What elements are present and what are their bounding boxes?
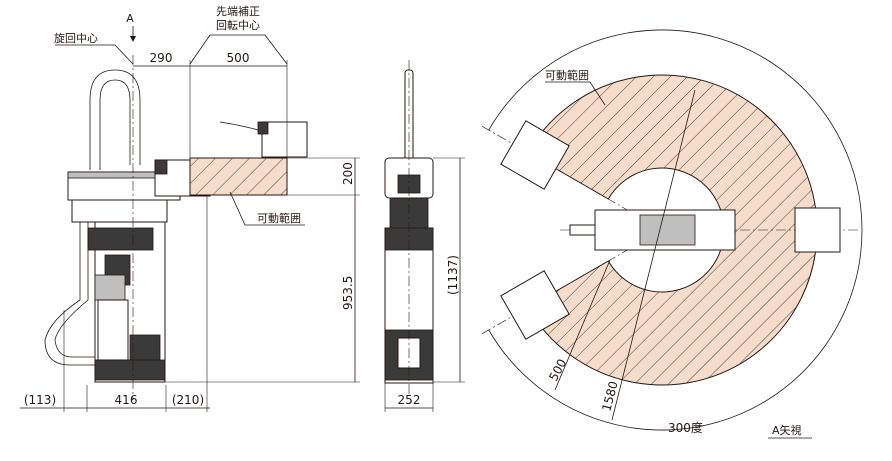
cable-loop — [89, 69, 141, 170]
dim-200: 200 — [341, 162, 355, 185]
tip-center-label-1: 先端補正 — [216, 5, 260, 18]
cable-lower — [44, 215, 95, 366]
dim-290: 290 — [150, 51, 173, 65]
dim-500-top: 500 — [546, 357, 569, 384]
dim-113: (113) — [24, 393, 56, 407]
side-view: 290 500 旋回中心 A 先端補正 回転中心 200 953.5 可動範囲 … — [20, 5, 360, 412]
dim-1137: (1137) — [446, 255, 460, 295]
arm-base — [71, 199, 168, 223]
movable-range-side — [189, 157, 288, 196]
front-view: (1137) 252 — [384, 60, 465, 412]
movable-range-label-side: 可動範囲 — [257, 211, 301, 225]
movable-range-label-top: 可動範囲 — [545, 68, 589, 82]
movable-range-top — [527, 74, 818, 386]
dim-210: (210) — [172, 393, 204, 407]
outer-reach-arc — [488, 29, 863, 431]
arrow-a-label: A — [126, 12, 134, 25]
dim-252: 252 — [398, 393, 421, 407]
dim-953-5: 953.5 — [341, 276, 355, 310]
rotation-center-label: 旋回中心 — [54, 31, 98, 45]
top-view: 500 1580 300度 可動範囲 A矢視 — [479, 29, 863, 439]
angle-300-label: 300度 — [668, 420, 703, 435]
dim-416: 416 — [115, 393, 138, 407]
dim-500-side: 500 — [227, 51, 250, 65]
tip-center-label-2: 回転中心 — [216, 19, 260, 32]
view-a-label: A矢視 — [772, 423, 802, 437]
